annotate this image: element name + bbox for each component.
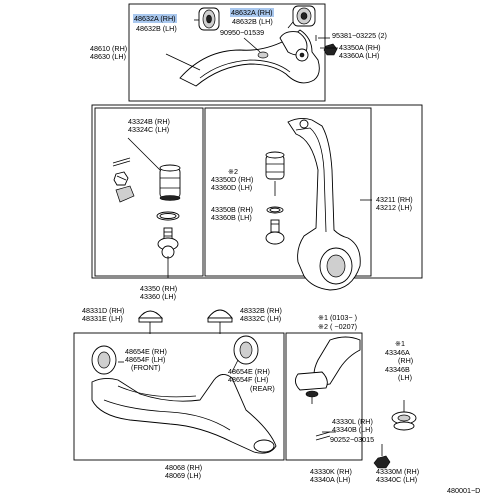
lower-ball-joint-box [285, 332, 363, 461]
label-48654e-rear: 48654E (RH) [228, 367, 270, 376]
bolt-95381 [315, 35, 330, 41]
upper-arm-bushing-front [198, 7, 220, 31]
label-48332b: 48332B (RH) [240, 306, 282, 315]
bolt-90252 [315, 431, 331, 441]
label-43330m: 43330M (RH) [376, 467, 420, 476]
label-43346a: 43346A [385, 348, 410, 357]
label-48630: 48630 (LH) [90, 52, 126, 61]
label-48632b-lh: 48632B (LH) [136, 24, 177, 33]
label-rear: (REAR) [250, 384, 275, 393]
label-43340a: 43340A (LH) [310, 475, 351, 484]
label-90252: 90252−03015 [330, 435, 375, 444]
label-43324c: 43324C (LH) [128, 125, 170, 134]
label-48068: 48068 (RH) [165, 463, 203, 472]
cotter-pin [112, 157, 131, 167]
label-48654f-rear: 48654F (LH) [228, 375, 269, 384]
label-star1-b: ※1 [395, 339, 406, 348]
label-43360a: 43360A (LH) [339, 51, 380, 60]
label-48632b-lh-2: 48632B (LH) [232, 17, 273, 26]
label-43340c: 43340C (LH) [376, 475, 418, 484]
label-43350d: 43350D (RH) [211, 175, 254, 184]
knuckle-dust-boot [265, 151, 285, 180]
label-48632a-rh-2: 48632A (RH) [230, 8, 274, 17]
label-43212: 43212 (LH) [376, 203, 412, 212]
label-43350a: 43350A (RH) [339, 43, 381, 52]
label-48069: 48069 (LH) [165, 471, 201, 480]
bump-stopper-front [138, 310, 163, 330]
steering-knuckle [287, 117, 361, 291]
label-95381: 95381−03225 (2) [332, 31, 387, 40]
label-48632a-rh: 48632A (RH) [133, 14, 177, 23]
diagram-code: 480001−D [447, 486, 481, 495]
nut-43350a [323, 43, 338, 56]
label-48332c: 48332C (LH) [240, 314, 282, 323]
label-43324b: 43324B (RH) [128, 117, 170, 126]
label-43360d: 43360D (LH) [211, 183, 253, 192]
note-star2: ※2 ( −0207) [318, 322, 357, 331]
label-star2-a: ※2 [228, 167, 239, 176]
label-front: (FRONT) [131, 363, 161, 372]
label-43350: 43350 (RH) [140, 284, 178, 293]
label-43340b: 43340B (LH) [332, 425, 373, 434]
bump-stopper-rear [207, 309, 233, 330]
label-43330k: 43330K (RH) [310, 467, 352, 476]
label-43211: 43211 (RH) [376, 195, 413, 204]
label-43350b: 43350B (RH) [211, 205, 253, 214]
castle-nut [113, 171, 129, 186]
label-43346b-lh: (LH) [398, 373, 412, 382]
label-43360b: 43360B (LH) [211, 213, 252, 222]
grease-pad [115, 185, 135, 203]
lower-arm-box [73, 332, 285, 461]
knuckle-snap-ring [266, 206, 284, 214]
label-48331e: 48331E (LH) [82, 314, 123, 323]
lower-ball-joint [157, 227, 179, 259]
ball-joint-dust-boot-2 [391, 411, 417, 431]
snap-ring [156, 211, 180, 221]
ball-joint-box [94, 107, 204, 277]
upper-arm-bushing-rear [292, 5, 316, 27]
knuckle-box [91, 104, 423, 279]
knuckle-ball-joint [265, 219, 285, 245]
label-48654e-front: 48654E (RH) [125, 347, 167, 356]
label-43330l: 43330L (RH) [332, 417, 373, 426]
label-43346b: 43346B [385, 365, 410, 374]
label-48610: 48610 (RH) [90, 44, 128, 53]
label-48654f-front: 48654F (LH) [125, 355, 166, 364]
dust-boot [159, 164, 181, 201]
bolt-43330m [373, 444, 391, 469]
steering-knuckle-box [204, 107, 372, 277]
label-48331d: 48331D (RH) [82, 306, 125, 315]
label-43346a-rh: (RH) [398, 356, 414, 365]
washer-90950 [257, 51, 269, 59]
lower-ball-joint-2 [295, 371, 328, 404]
lower-arm [91, 335, 277, 454]
upper-arm [179, 29, 320, 87]
note-star1: ※1 (0103− ) [318, 313, 357, 322]
label-90950: 90950−01539 [220, 28, 265, 37]
label-43360: 43360 (LH) [140, 292, 176, 301]
upper-arm-box [128, 3, 326, 102]
